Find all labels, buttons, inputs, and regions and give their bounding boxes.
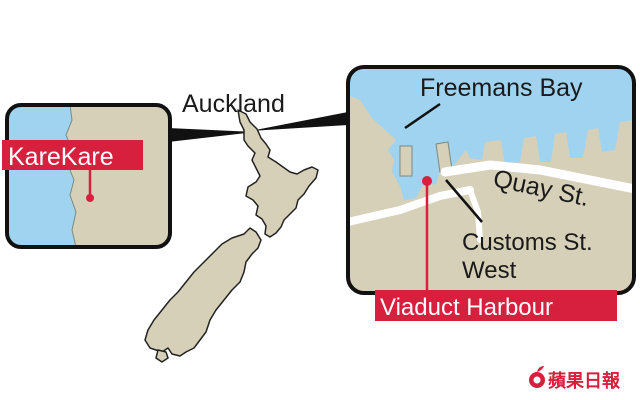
stewart-island: [155, 349, 169, 363]
connector-left: [168, 128, 255, 142]
karekare-label-box: [2, 140, 143, 170]
viaduct-label-box: [375, 290, 617, 321]
karekare-marker-dot: [86, 194, 94, 202]
harbour-road: [467, 187, 483, 243]
customs-st-pointer: [445, 179, 483, 223]
south-island: [144, 227, 262, 357]
north-island: [237, 109, 319, 238]
inset-viaduct: Freemans Bay Quay St. Customs St. West: [346, 65, 636, 295]
customs-st-label-line2: West: [462, 257, 517, 284]
customs-st-label: Customs St.: [462, 229, 593, 256]
quay-street-road: [440, 160, 634, 195]
connector-right: [250, 112, 348, 131]
viaduct-harbour-label: Viaduct Harbour: [380, 294, 553, 321]
viaduct-marker-dot: [422, 176, 432, 186]
wharf-left: [399, 145, 413, 177]
karekare-label: KareKare: [8, 143, 114, 171]
apple-logo-icon: [529, 366, 545, 388]
inset-left-frame: [5, 103, 172, 249]
inset-karekare: KareKare: [2, 103, 172, 249]
auckland-label: Auckland: [182, 90, 285, 118]
watermark-text: 蘋果日報: [548, 370, 621, 392]
new-zealand-map: [144, 109, 319, 363]
inset-left-water: [7, 105, 76, 247]
inset-connectors: [168, 112, 348, 142]
customs-street-road: [348, 186, 474, 226]
freemans-bay-label: Freemans Bay: [420, 74, 583, 102]
freemans-bay-pointer: [404, 102, 441, 130]
inset-left-coastline: [65, 105, 77, 247]
watermark: 蘋果日報: [529, 366, 621, 392]
harbour-water: [348, 67, 634, 200]
